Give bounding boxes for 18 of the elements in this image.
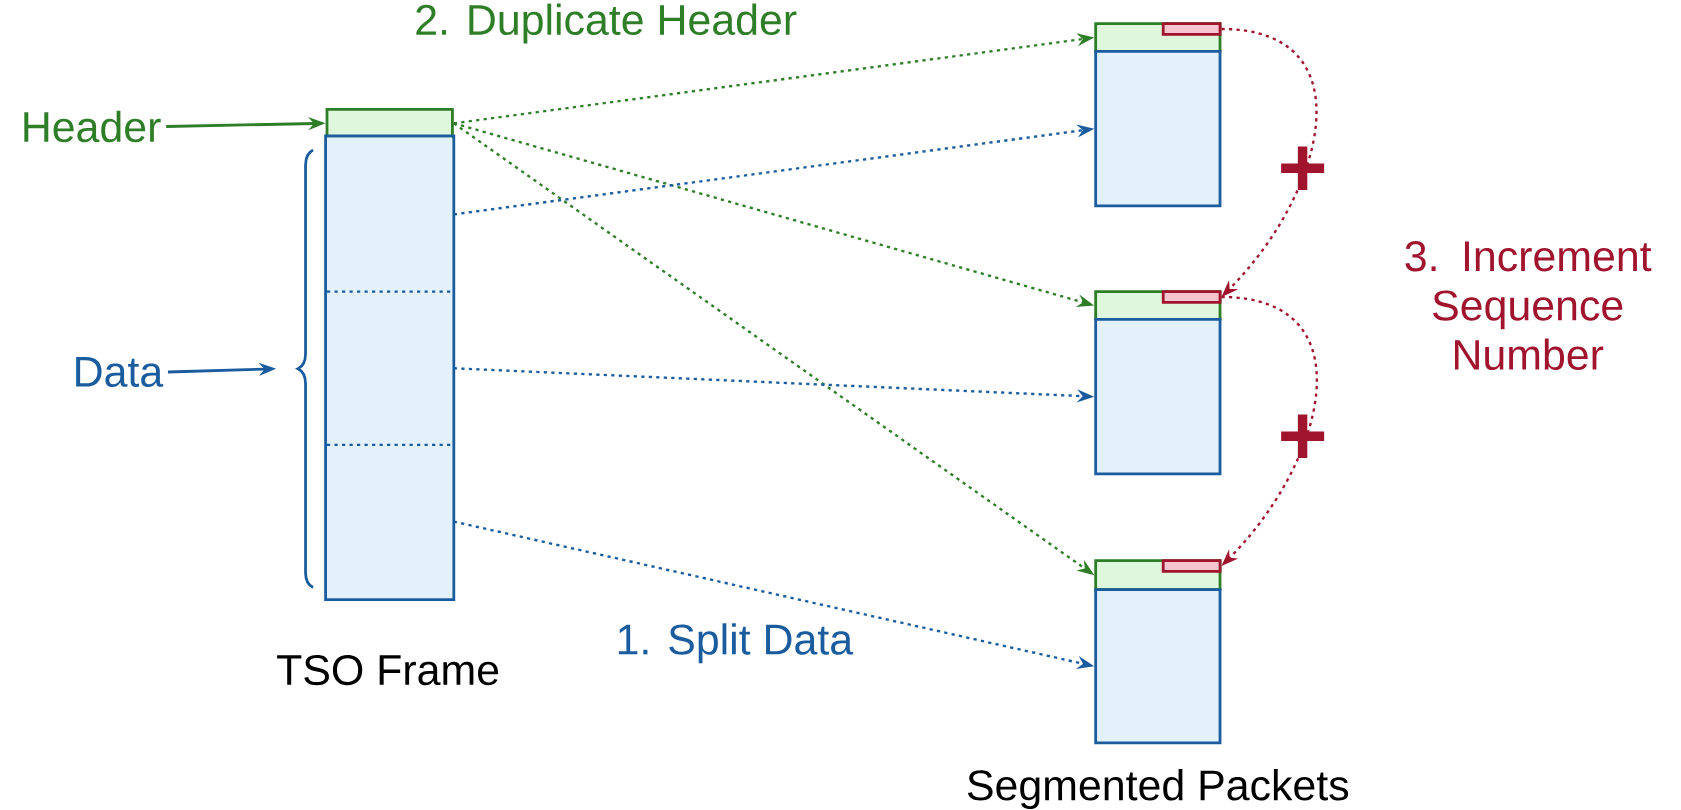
- sequence-field: [1161, 21, 1222, 36]
- data-box: [327, 444, 453, 598]
- sequence-field: [1161, 290, 1222, 304]
- caption: TSO Frame: [277, 654, 499, 685]
- text-label: Header: [24, 110, 161, 142]
- data-box: [327, 291, 453, 445]
- data-box: [1094, 588, 1222, 745]
- text-label: Data: [76, 356, 164, 387]
- title-label: 2. Duplicate Header: [416, 3, 797, 44]
- curly-brace: [296, 148, 314, 589]
- data-box: [1094, 317, 1222, 476]
- data-box: [327, 137, 453, 292]
- step-label: 3. Increment Sequence Number: [1405, 240, 1652, 370]
- step-label: 1. Split Data: [618, 623, 854, 663]
- plus-sign: +: [1281, 146, 1325, 190]
- sequence-field: [1161, 559, 1222, 573]
- plus-sign: +: [1281, 414, 1325, 458]
- data-box: [1094, 49, 1222, 207]
